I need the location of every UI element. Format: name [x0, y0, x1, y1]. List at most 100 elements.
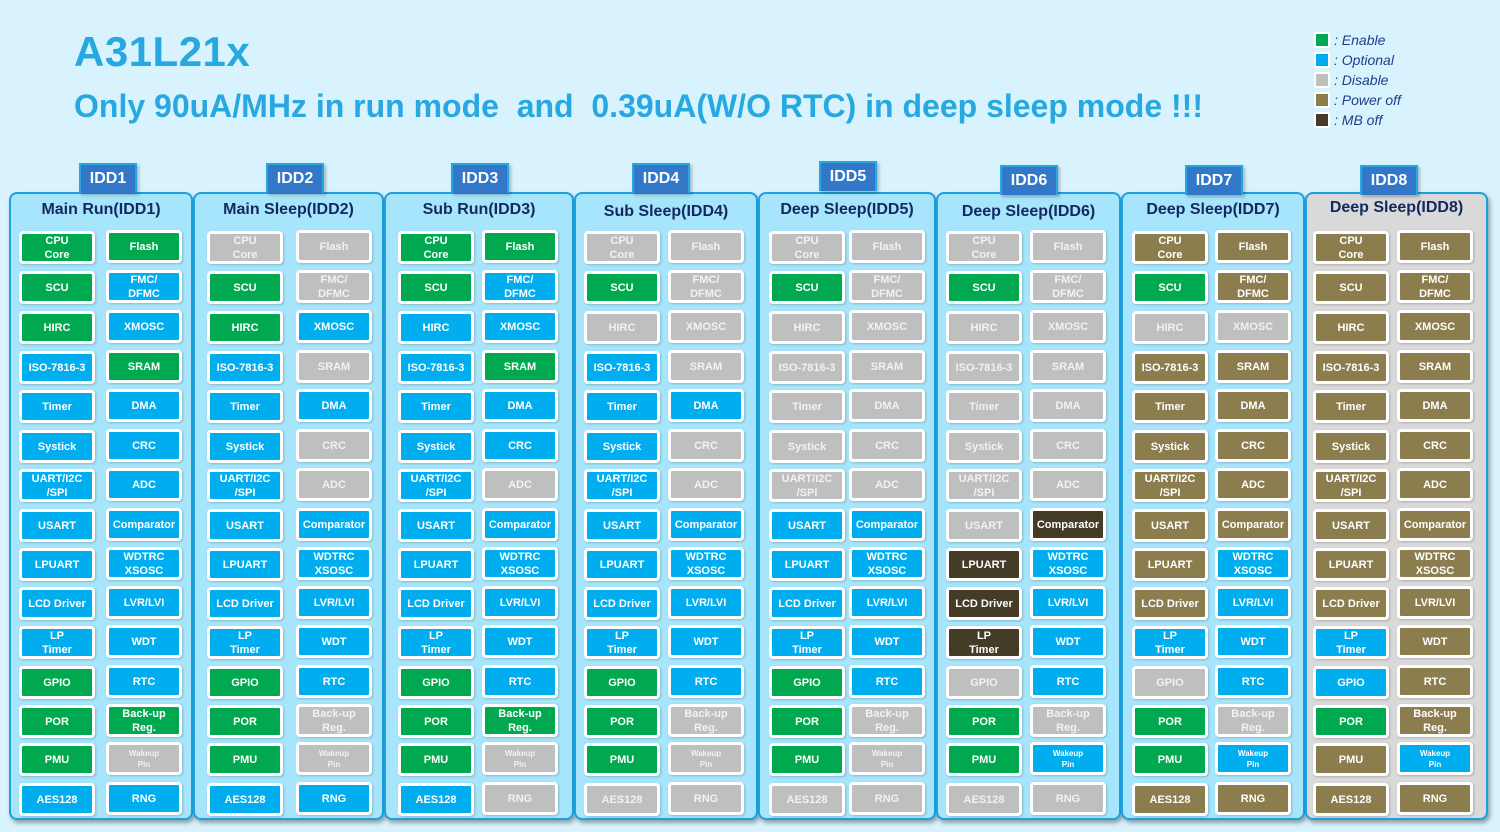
block-fmc-dfmc: FMC/ DFMC — [668, 270, 744, 303]
block-hirc: HIRC — [207, 311, 283, 344]
block-back-up-reg: Back-up Reg. — [1215, 704, 1291, 737]
block-adc: ADC — [1030, 468, 1106, 501]
block-por: POR — [1132, 705, 1208, 738]
block-adc: ADC — [1397, 468, 1473, 501]
block-hirc: HIRC — [1132, 311, 1208, 344]
legend-item-optional: : Optional — [1314, 50, 1401, 70]
block-hirc: HIRC — [1313, 311, 1389, 344]
block-gpio: GPIO — [1313, 666, 1389, 699]
block-uart-i2c-spi: UART/I2C /SPI — [19, 469, 95, 502]
block-scu: SCU — [946, 271, 1022, 304]
block-hirc: HIRC — [946, 311, 1022, 344]
block-wakeup-pin: Wakeup Pin — [1397, 742, 1473, 775]
block-lcd-driver: LCD Driver — [207, 587, 283, 620]
block-scu: SCU — [1313, 271, 1389, 304]
block-timer: Timer — [19, 390, 95, 423]
block-flash: Flash — [1030, 230, 1106, 263]
block-xmosc: XMOSC — [1030, 310, 1106, 343]
block-systick: Systick — [946, 430, 1022, 463]
block-lpuart: LPUART — [584, 548, 660, 581]
block-rng: RNG — [482, 782, 558, 815]
block-scu: SCU — [207, 271, 283, 304]
block-fmc-dfmc: FMC/ DFMC — [482, 270, 558, 303]
block-usart: USART — [769, 509, 845, 542]
block-iso-7816-3: ISO-7816-3 — [207, 351, 283, 384]
block-fmc-dfmc: FMC/ DFMC — [1030, 270, 1106, 303]
block-aes128: AES128 — [207, 783, 283, 816]
block-timer: Timer — [207, 390, 283, 423]
block-back-up-reg: Back-up Reg. — [849, 704, 925, 737]
block-cpu-core: CPU Core — [19, 231, 95, 264]
block-systick: Systick — [398, 430, 474, 463]
block-xmosc: XMOSC — [849, 310, 925, 343]
block-lcd-driver: LCD Driver — [946, 587, 1022, 620]
block-xmosc: XMOSC — [1215, 310, 1291, 343]
block-wakeup-pin: Wakeup Pin — [849, 742, 925, 775]
block-crc: CRC — [849, 429, 925, 462]
block-gpio: GPIO — [1132, 666, 1208, 699]
block-scu: SCU — [19, 271, 95, 304]
block-lcd-driver: LCD Driver — [769, 587, 845, 620]
block-pmu: PMU — [207, 743, 283, 776]
block-flash: Flash — [668, 230, 744, 263]
block-iso-7816-3: ISO-7816-3 — [1313, 351, 1389, 384]
block-aes128: AES128 — [1313, 783, 1389, 816]
block-rtc: RTC — [1030, 665, 1106, 698]
block-fmc-dfmc: FMC/ DFMC — [106, 270, 182, 303]
block-scu: SCU — [584, 271, 660, 304]
block-rng: RNG — [668, 782, 744, 815]
block-iso-7816-3: ISO-7816-3 — [398, 351, 474, 384]
block-rtc: RTC — [296, 665, 372, 698]
legend-item-enable: : Enable — [1314, 30, 1401, 50]
mode-tab: IDD5 — [819, 161, 877, 191]
block-iso-7816-3: ISO-7816-3 — [584, 351, 660, 384]
mode-tab: IDD6 — [1000, 165, 1058, 195]
block-adc: ADC — [106, 468, 182, 501]
block-wdtrc-xsosc: WDTRC XSOSC — [482, 547, 558, 580]
block-rng: RNG — [1215, 782, 1291, 815]
block-crc: CRC — [482, 429, 558, 462]
block-sram: SRAM — [296, 350, 372, 383]
block-timer: Timer — [946, 390, 1022, 423]
block-hirc: HIRC — [584, 311, 660, 344]
block-por: POR — [769, 705, 845, 738]
block-por: POR — [946, 705, 1022, 738]
block-gpio: GPIO — [946, 666, 1022, 699]
block-sram: SRAM — [1397, 350, 1473, 383]
legend-item-power-off: : Power off — [1314, 90, 1401, 110]
block-aes128: AES128 — [1132, 783, 1208, 816]
block-rtc: RTC — [106, 665, 182, 698]
block-lvr-lvi: LVR/LVI — [1215, 586, 1291, 619]
block-crc: CRC — [1397, 429, 1473, 462]
block-comparator: Comparator — [106, 508, 182, 541]
legend-label: : Disable — [1334, 72, 1389, 88]
block-fmc-dfmc: FMC/ DFMC — [1215, 270, 1291, 303]
block-lcd-driver: LCD Driver — [584, 587, 660, 620]
block-dma: DMA — [106, 389, 182, 422]
mode-title: Main Sleep(IDD2) — [223, 201, 354, 218]
block-gpio: GPIO — [398, 666, 474, 699]
block-uart-i2c-spi: UART/I2C /SPI — [398, 469, 474, 502]
block-pmu: PMU — [398, 743, 474, 776]
block-uart-i2c-spi: UART/I2C /SPI — [1313, 469, 1389, 502]
block-cpu-core: CPU Core — [1313, 231, 1389, 264]
block-rtc: RTC — [668, 665, 744, 698]
block-adc: ADC — [1215, 468, 1291, 501]
block-por: POR — [1313, 705, 1389, 738]
block-lvr-lvi: LVR/LVI — [668, 586, 744, 619]
block-systick: Systick — [19, 430, 95, 463]
block-wdt: WDT — [296, 625, 372, 658]
block-lcd-driver: LCD Driver — [1313, 587, 1389, 620]
block-wdt: WDT — [849, 625, 925, 658]
block-usart: USART — [584, 509, 660, 542]
block-flash: Flash — [1397, 230, 1473, 263]
